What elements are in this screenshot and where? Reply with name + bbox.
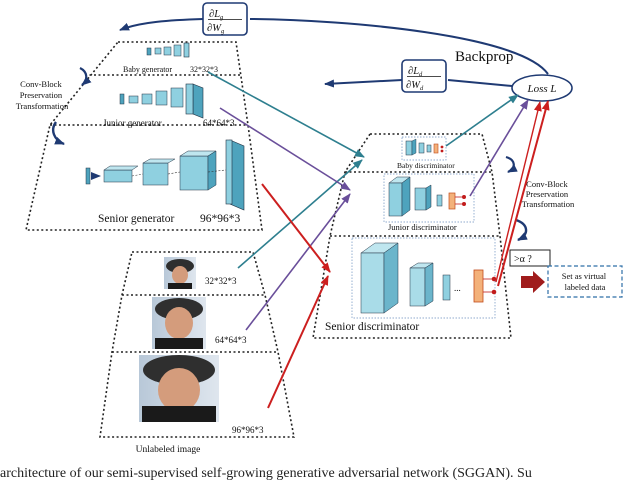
loss-label: Loss L: [526, 83, 556, 95]
figure-caption: architecture of our semi-supervised self…: [0, 466, 532, 481]
generator-transform-label: Conv-Block Preservation Transformation: [16, 79, 69, 111]
arrow-senior-discriminator-to-loss-2: [495, 101, 542, 283]
arrow-image-96-to-senior-discriminator: [267, 275, 329, 409]
face-image-32: [164, 257, 196, 289]
svg-text:...: ...: [454, 283, 461, 293]
arrow-image-32-to-baby-discriminator: [237, 159, 363, 269]
generator-pyramid: [24, 41, 263, 231]
backprop-arrow-to-generator-box: [249, 18, 549, 75]
arrow-junior-discriminator-to-loss: [469, 99, 529, 197]
discriminator-transform-label: Conv-Block Preservation Transformation: [522, 179, 575, 209]
arrow-senior-generator-to-discriminator: [261, 183, 331, 273]
junior-discriminator-label: Junior discriminator: [388, 222, 457, 232]
junior-generator-network: [119, 83, 204, 119]
generator-transform-arrow-top: [79, 67, 92, 86]
backprop-title: Backprop: [455, 49, 513, 65]
backprop-arrow-loss-to-disc-box: [447, 79, 513, 87]
baby-generator-size: 32*32*3: [190, 65, 218, 74]
senior-generator-network: [85, 139, 245, 211]
image-size-32: 32*32*3: [205, 276, 237, 286]
senior-discriminator-label: Senior discriminator: [325, 321, 419, 333]
image-size-96: 96*96*3: [232, 425, 264, 435]
senior-discriminator-network: ...: [351, 237, 497, 319]
threshold-output-arrow: [521, 271, 545, 293]
generator-gradient-numerator: ∂Lg: [209, 9, 224, 21]
senior-generator-label: Senior generator: [98, 213, 174, 225]
baby-generator-network: [146, 42, 190, 58]
virtual-label-text: Set as virtual labeled data: [562, 271, 609, 292]
unlabeled-image-label: Unlabeled image: [136, 445, 201, 455]
arrow-baby-discriminator-to-loss: [445, 94, 519, 147]
face-image-96: [139, 355, 219, 422]
threshold-label: >α ?: [514, 254, 532, 265]
arrow-senior-discriminator-to-loss: [497, 100, 550, 287]
baby-discriminator-network: [401, 136, 447, 161]
image-pyramid: [99, 251, 295, 438]
threshold-box: [509, 249, 551, 267]
discriminator-gradient-numerator: ∂Ld: [408, 66, 423, 78]
baby-generator-label: Baby generator: [123, 65, 172, 74]
virtual-label-box: [547, 265, 623, 298]
baby-discriminator-label: Baby discriminator: [397, 161, 455, 170]
discriminator-transform-arrow-bottom: [515, 218, 528, 242]
discriminator-gradient-denominator: ∂Wd: [406, 80, 424, 92]
arrow-image-64-to-junior-discriminator: [245, 193, 351, 331]
backprop-arrow-to-discriminator: [324, 79, 403, 88]
junior-generator-size: 64*64*3: [203, 118, 235, 128]
face-image-64: [152, 297, 206, 349]
senior-generator-size: 96*96*3: [200, 213, 241, 225]
junior-generator-label: Junior generator: [103, 118, 162, 128]
generator-transform-arrow-bottom: [52, 121, 65, 146]
junior-discriminator-network: [383, 173, 475, 223]
arrow-baby-generator-to-discriminator: [207, 71, 365, 158]
discriminator-pyramid: [312, 133, 512, 339]
arrow-junior-generator-to-discriminator: [219, 107, 351, 191]
discriminator-transform-arrow-top: [505, 155, 518, 173]
discriminator-gradient-box: [401, 59, 447, 93]
image-size-64: 64*64*3: [215, 335, 247, 345]
generator-gradient-denominator: ∂Wg: [207, 23, 225, 35]
backprop-arrow-to-generator: [119, 18, 204, 31]
